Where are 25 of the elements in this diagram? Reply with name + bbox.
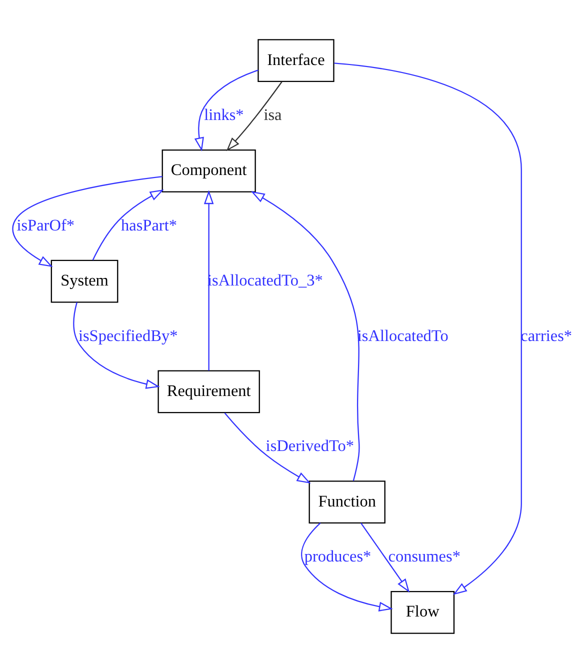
node-box: Flow — [390, 590, 455, 634]
node-box: Interface — [258, 38, 334, 82]
edge-label: produces* — [304, 547, 372, 566]
arrow — [194, 69, 258, 151]
edge-label: hasPart* — [121, 216, 177, 234]
arrow — [92, 189, 164, 260]
arrow — [226, 81, 282, 151]
node-box: Component — [162, 148, 256, 192]
node-box: Function — [308, 480, 386, 524]
arrow — [250, 190, 360, 480]
node-box: System — [50, 259, 118, 302]
arrow — [224, 412, 311, 483]
arrow — [73, 302, 160, 388]
edge-label: consumes* — [388, 547, 460, 566]
arrow — [334, 62, 522, 594]
edge-label: isParOf* — [16, 216, 74, 234]
arrow — [204, 190, 214, 370]
arrow — [301, 522, 393, 611]
arrow — [360, 522, 410, 592]
edge-label: isSpecifiedBy* — [78, 326, 178, 344]
arrow — [12, 175, 162, 267]
edge-label: links* — [204, 106, 244, 124]
node-box: Requirement — [158, 370, 260, 413]
edge-label: isDerivedTo* — [266, 436, 354, 455]
edge-label: isa — [264, 106, 282, 124]
